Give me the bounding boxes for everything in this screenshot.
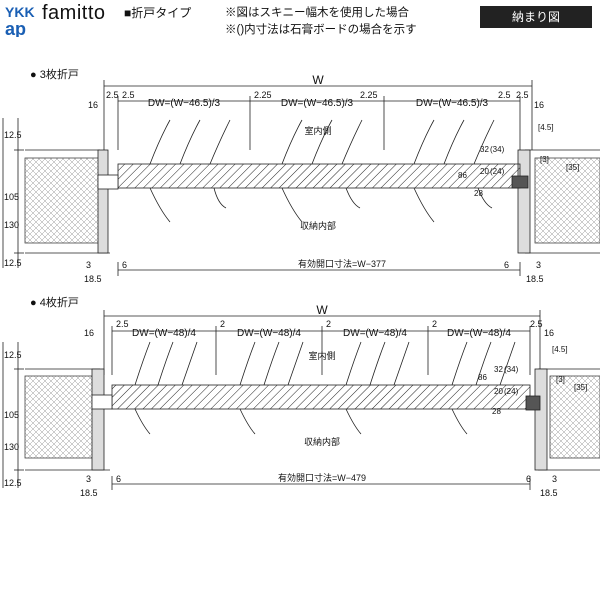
s3-bottom-left-18-5: 18.5 <box>84 274 102 284</box>
s4-right-dim-2: 32 <box>494 365 503 374</box>
s3-panel-dim-2: DW=(W−46.5)/3 <box>281 98 354 109</box>
s4-top-dim-3: 2 <box>326 319 331 329</box>
s3-panel-dim-1: DW=(W−46.5)/3 <box>148 98 221 109</box>
section-3-labels: W DW=(W−46.5)/3 DW=(W−46.5)/3 DW=(W−46.5… <box>4 73 579 284</box>
s4-right-16: 16 <box>544 328 554 338</box>
svg-text:YKK: YKK <box>5 4 35 20</box>
s3-top-dim-1: 2.5 <box>106 90 119 100</box>
s4-right-dim-8: [3] <box>556 375 565 384</box>
s4-room-side: 室内側 <box>308 350 335 361</box>
s4-right-dim-1: [4.5] <box>552 345 568 354</box>
s4-storage-side: 収納内部 <box>304 436 340 447</box>
s3-top-dim-2: 2.5 <box>122 90 135 100</box>
s3-right-dim-4: 20 <box>480 167 489 176</box>
ykk-ap-logo: YKK ap <box>4 3 38 37</box>
s3-width-label: W <box>312 73 324 87</box>
s3-height-top: 12.5 <box>4 130 22 140</box>
s3-height-mid: 105 <box>4 192 19 202</box>
s3-right-dim-2: 32 <box>480 145 489 154</box>
s3-storage-side: 収納内部 <box>300 220 336 231</box>
s4-left-16: 16 <box>84 328 94 338</box>
s4-right-dim-9: [35] <box>574 383 587 392</box>
s3-panel-dim-3: DW=(W−46.5)/3 <box>416 98 489 109</box>
s4-top-dim-5: 2.5 <box>530 319 543 329</box>
s4-bottom-left-6: 6 <box>116 474 121 484</box>
s3-right-dim-8: [3] <box>540 155 549 164</box>
section-3-drawing <box>2 80 600 276</box>
s3-top-dim-5: 2.5 <box>498 90 511 100</box>
s4-top-dim-1: 2.5 <box>116 319 129 329</box>
section-4-drawing <box>2 310 600 490</box>
s4-panel-dim-3: DW=(W−48)/4 <box>343 328 407 339</box>
section-3-title: ● 3枚折戸 <box>30 69 79 81</box>
s4-right-dim-3: (34) <box>504 365 519 374</box>
s3-bottom-right-18-5: 18.5 <box>526 274 544 284</box>
s4-height-bottom: 12.5 <box>4 478 22 488</box>
svg-text:ap: ap <box>5 19 26 37</box>
s3-top-dim-4: 2.25 <box>360 90 378 100</box>
s3-bottom-left-6: 6 <box>122 260 127 270</box>
s4-panel-dim-1: DW=(W−48)/4 <box>132 328 196 339</box>
detail-drawing-badge: 納まり図 <box>480 6 592 28</box>
s4-panel-dim-4: DW=(W−48)/4 <box>447 328 511 339</box>
s3-room-side: 室内側 <box>304 125 331 136</box>
s4-height-total: 130 <box>4 442 19 452</box>
s4-bottom-left-3: 3 <box>86 474 91 484</box>
s4-height-top: 12.5 <box>4 350 22 360</box>
s4-bottom-right-6: 6 <box>526 474 531 484</box>
s4-panel-dim-2: DW=(W−48)/4 <box>237 328 301 339</box>
s3-height-total: 130 <box>4 220 19 230</box>
note-gypsum-board: ※()内寸法は石膏ボードの場合を示す <box>225 24 417 36</box>
s4-top-dim-2: 2 <box>220 319 225 329</box>
section-4-title: ● 4枚折戸 <box>30 297 79 309</box>
s3-right-16: 16 <box>534 100 544 110</box>
s3-height-bottom: 12.5 <box>4 258 22 268</box>
s4-width-label: W <box>316 303 328 317</box>
type-label: ■折戸タイプ <box>124 6 192 20</box>
s3-right-dim-3: (34) <box>490 145 505 154</box>
s4-right-dim-7: 28 <box>492 407 501 416</box>
s3-effective-opening: 有効開口寸法=W−377 <box>298 258 386 269</box>
s3-bottom-left-3: 3 <box>86 260 91 270</box>
s4-top-dim-4: 2 <box>432 319 437 329</box>
note-skinny-baseboard: ※図はスキニー幅木を使用した場合 <box>225 7 409 19</box>
s3-right-dim-1: [4.5] <box>538 123 554 132</box>
s4-bottom-left-18-5: 18.5 <box>80 488 98 498</box>
s3-left-16: 16 <box>88 100 98 110</box>
s4-right-dim-4: 20 <box>494 387 503 396</box>
s3-bottom-right-3: 3 <box>536 260 541 270</box>
brand-name: famitto <box>42 2 106 24</box>
s4-effective-opening: 有効開口寸法=W−479 <box>278 472 366 483</box>
s3-right-dim-9: [35] <box>566 163 579 172</box>
s3-right-dim-7: 28 <box>474 189 483 198</box>
s3-right-dim-5: (24) <box>490 167 505 176</box>
s3-bottom-right-6: 6 <box>504 260 509 270</box>
s4-height-mid: 105 <box>4 410 19 420</box>
s4-bottom-right-18-5: 18.5 <box>540 488 558 498</box>
s4-right-dim-6: 86 <box>478 373 487 382</box>
s3-top-dim-6: 2.5 <box>516 90 529 100</box>
s4-bottom-right-3: 3 <box>552 474 557 484</box>
s3-right-dim-6: 86 <box>458 171 467 180</box>
section-4-labels: W DW=(W−48)/4 DW=(W−48)/4 DW=(W−48)/4 DW… <box>4 303 587 498</box>
s4-right-dim-5: (24) <box>504 387 519 396</box>
s3-top-dim-3: 2.25 <box>254 90 272 100</box>
